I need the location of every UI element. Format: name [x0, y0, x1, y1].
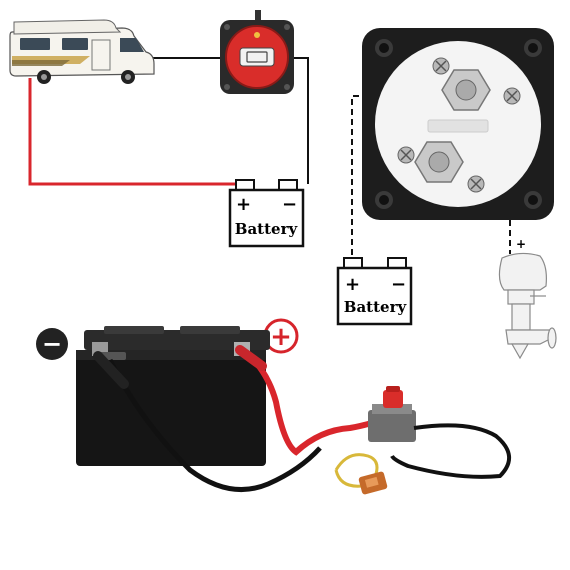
- top-left-diagram: + − Battery: [9, 10, 309, 248]
- switch-backplate-icon: [362, 28, 554, 220]
- top-right-diagram: + − Battery +: [336, 28, 557, 360]
- rotary-battery-switch-icon: [220, 10, 294, 94]
- battery-label: Battery: [344, 298, 408, 316]
- svg-text:−: −: [42, 330, 62, 358]
- battery-symbol-left: + − Battery: [228, 179, 305, 248]
- motor-plus-sign: +: [516, 237, 526, 251]
- dashed-wire-battery-to-switch: [351, 95, 368, 255]
- battery-plus-sign: +: [345, 274, 360, 295]
- battery-plus-sign: +: [236, 194, 251, 215]
- positive-cable: [243, 349, 380, 456]
- minus-badge: −: [36, 328, 68, 360]
- bottom-wiring-photo: − +: [36, 318, 511, 495]
- black-cable-right: [390, 423, 511, 479]
- rv-camper-icon: [9, 19, 155, 84]
- negative-cable: [107, 358, 322, 492]
- battery-minus-sign: −: [391, 274, 406, 295]
- positive-wire-rv-to-battery: [28, 78, 244, 186]
- outboard-motor-icon: [498, 252, 557, 360]
- toggle-switch-icon: [368, 386, 416, 442]
- battery-label: Battery: [235, 220, 299, 238]
- battery-symbol-right: + − Battery: [336, 257, 413, 326]
- negative-wire-switch-to-battery: [292, 57, 309, 184]
- svg-text:+: +: [270, 322, 292, 352]
- plus-badge: +: [263, 318, 299, 354]
- fuse-holder-icon: [334, 453, 388, 495]
- battery-minus-sign: −: [282, 194, 297, 215]
